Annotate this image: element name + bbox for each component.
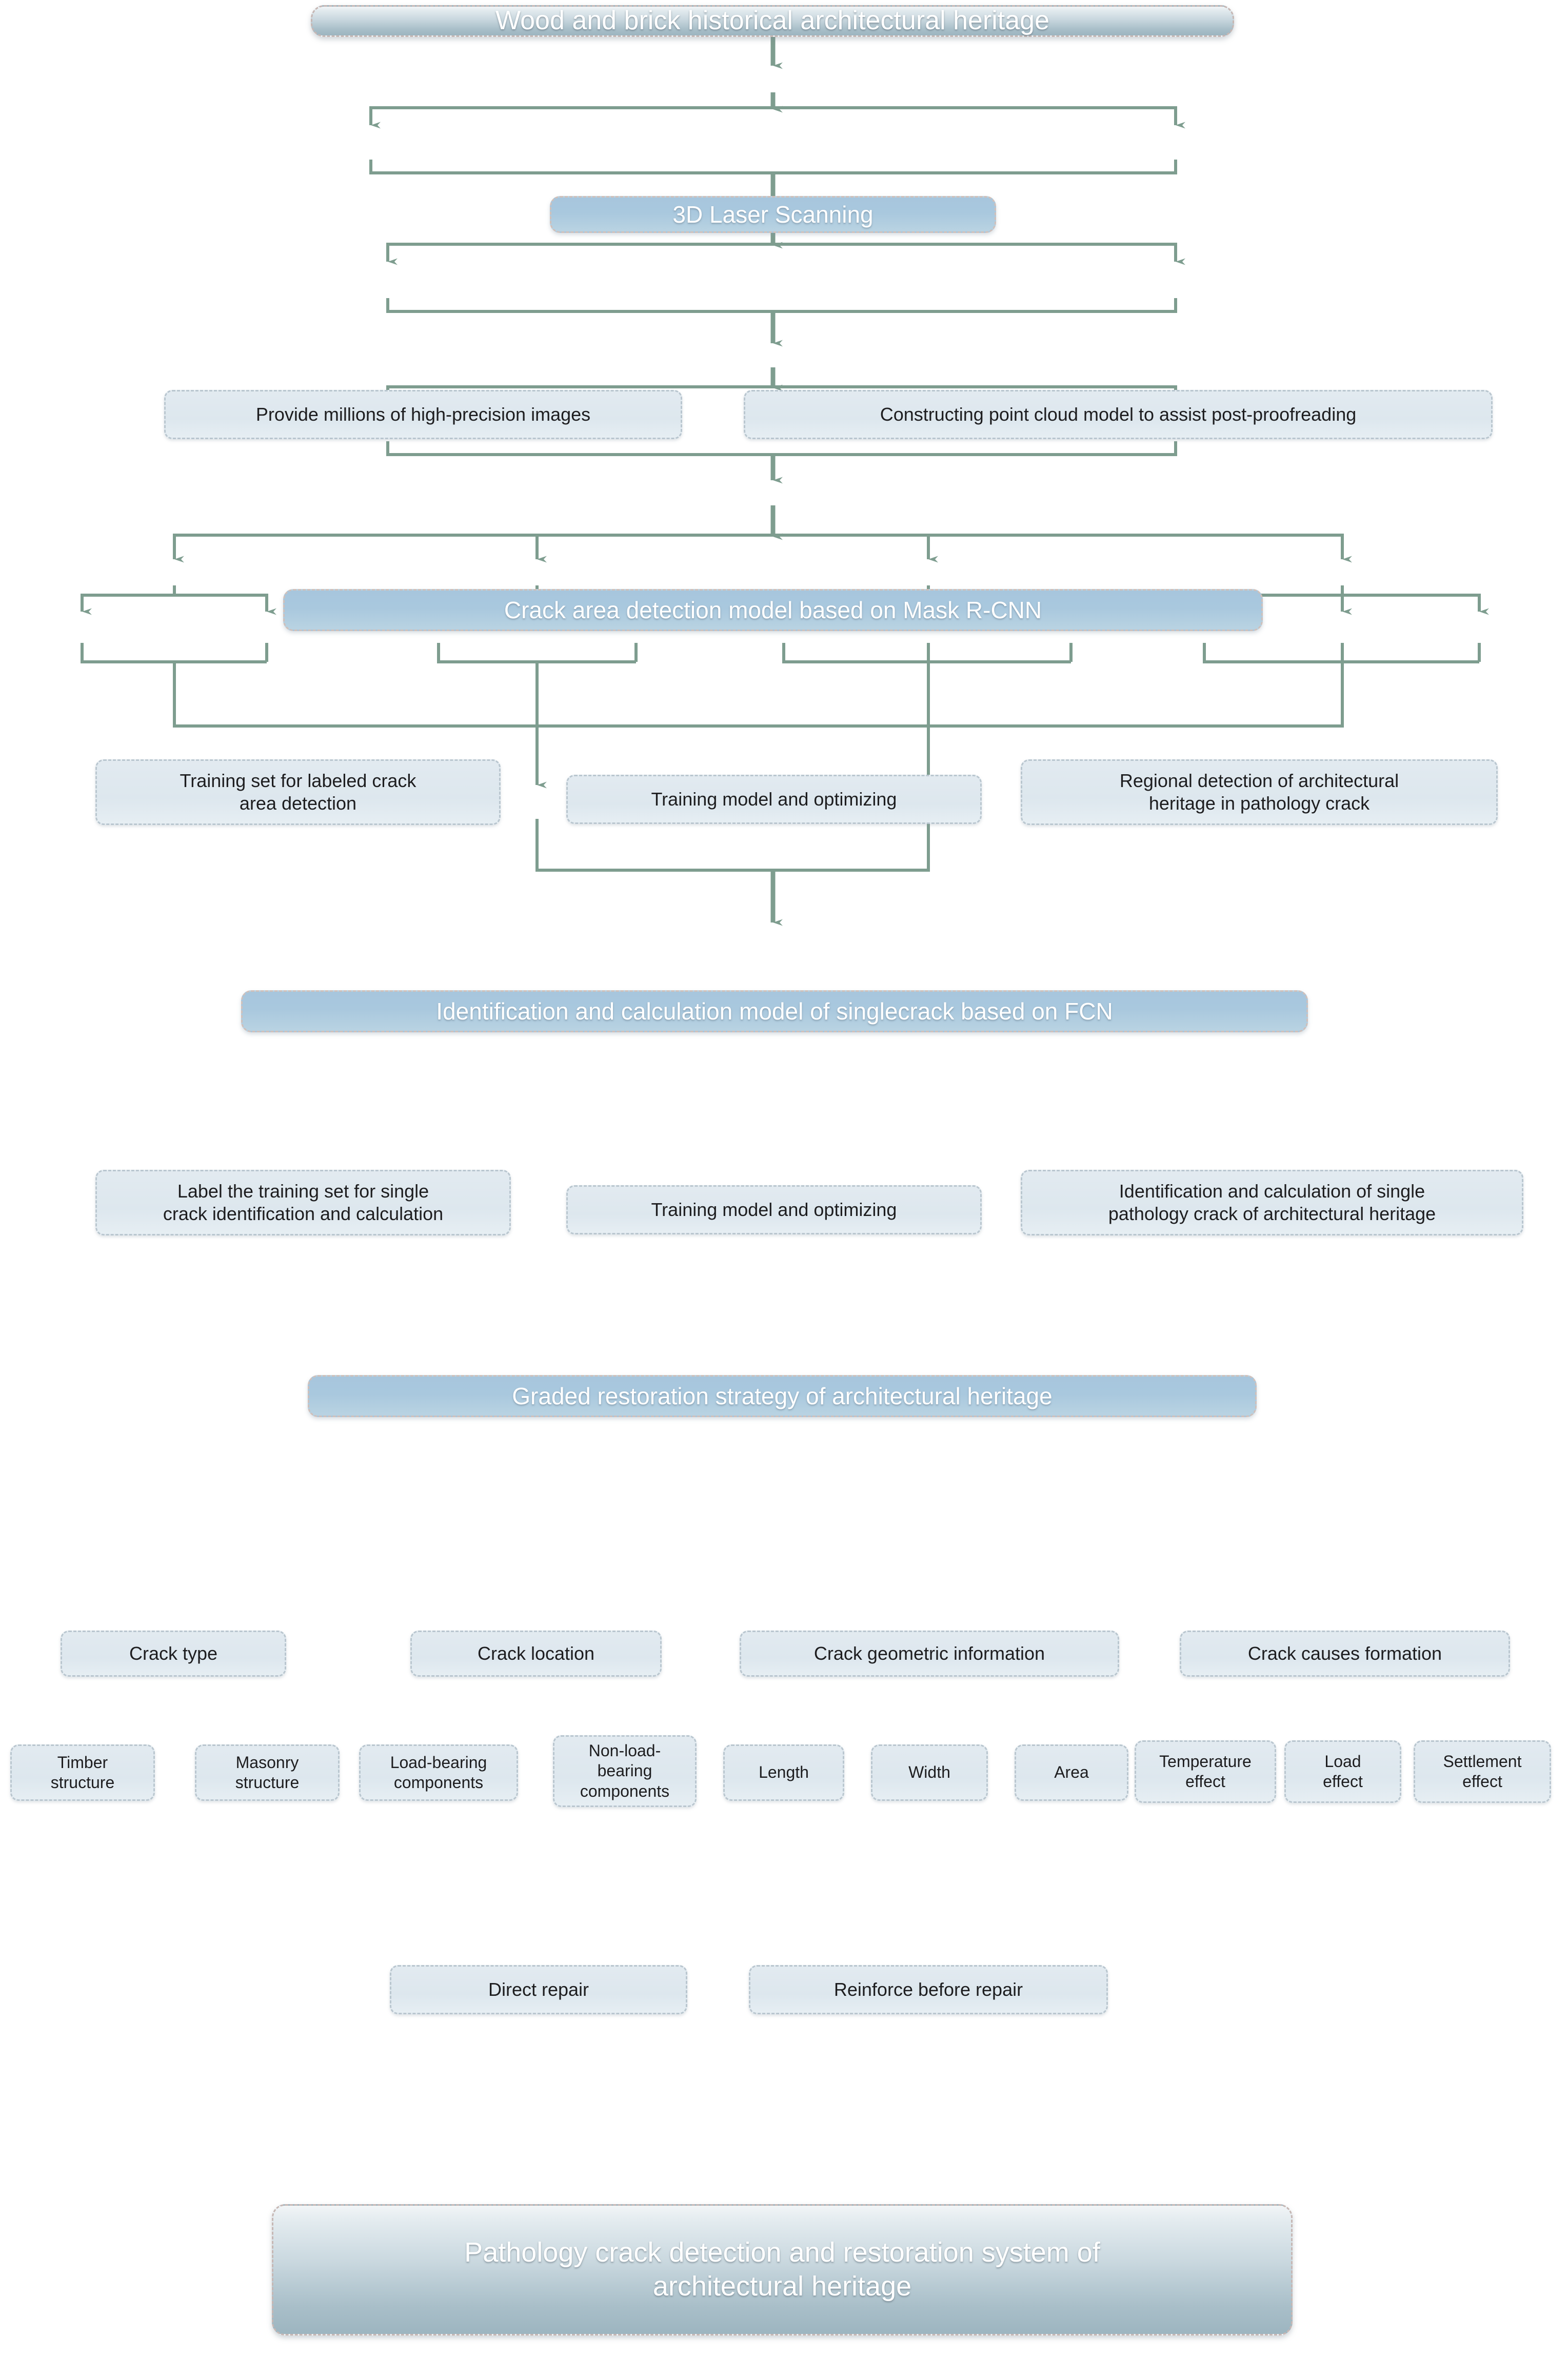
node-maskrcnn-regional-detection[interactable]: Regional detection of architectural heri… [1021, 759, 1498, 825]
wire-merge-left [369, 160, 773, 174]
node-crack-location[interactable]: Crack location [410, 1631, 662, 1677]
node-fcn-training-model[interactable]: Training model and optimizing [566, 1185, 982, 1234]
node-point-cloud-model[interactable]: Constructing point cloud model to assist… [744, 390, 1493, 439]
wire-maskrcnn-c [773, 243, 1185, 265]
wire-direct-merge [535, 819, 773, 872]
node-end[interactable]: Pathology crack detection and restoratio… [272, 2204, 1293, 2336]
wire-graded-to-causes [773, 534, 1352, 563]
node-masonry-structure[interactable]: Masonry structure [195, 1744, 340, 1801]
wire-maskrcnn-merge-right [773, 298, 1177, 313]
node-start[interactable]: Wood and brick historical architectural … [311, 5, 1234, 37]
node-maskrcnn-training-set[interactable]: Training set for labeled crack area dete… [95, 759, 501, 825]
node-area[interactable]: Area [1015, 1744, 1128, 1801]
node-3d-laser-scanning[interactable]: 3D Laser Scanning [550, 196, 996, 233]
wire-causes-to-settlement [1341, 585, 1489, 615]
wire-graded-to-geometry [773, 534, 938, 563]
wire-leafbar-causes-left [1203, 643, 1479, 663]
node-fcn-label-training-set[interactable]: Label the training set for single crack … [95, 1170, 511, 1235]
node-crack-geometric-information[interactable]: Crack geometric information [740, 1631, 1119, 1677]
wire-merge-right [773, 160, 1177, 174]
wire-maskrcnn-a [386, 243, 773, 265]
node-fcn-identification[interactable]: Identification and calculation of single… [1021, 1170, 1523, 1235]
node-provide-images[interactable]: Provide millions of high-precision image… [164, 390, 682, 439]
node-timber-structure[interactable]: Timber structure [10, 1744, 155, 1801]
node-crack-causes-formation[interactable]: Crack causes formation [1180, 1631, 1510, 1677]
wire-reinforce-merge [773, 819, 930, 872]
node-crack-type[interactable]: Crack type [61, 1631, 286, 1677]
node-direct-repair[interactable]: Direct repair [390, 1965, 687, 2014]
wire-leafbar-type-left [81, 643, 267, 663]
node-graded-restoration-strategy[interactable]: Graded restoration strategy of architect… [308, 1375, 1257, 1417]
wire-fcn-merge-right [773, 441, 1177, 456]
wire-leafbar-geometry-left [782, 643, 1071, 663]
wire-type-to-timber [81, 585, 176, 615]
wire-leafbar-location-left [437, 643, 636, 663]
node-temperature-effect[interactable]: Temperature effect [1135, 1740, 1276, 1803]
node-width[interactable]: Width [871, 1744, 988, 1801]
node-mask-rcnn-model[interactable]: Crack area detection model based on Mask… [283, 589, 1263, 631]
wire-scan-left-branch [369, 106, 773, 129]
wire-collector-bar [173, 662, 1344, 728]
node-settlement-effect[interactable]: Settlement effect [1414, 1740, 1551, 1803]
wire-type-to-masonry [173, 585, 276, 615]
wire-scan-right-branch [773, 106, 1185, 129]
node-length[interactable]: Length [723, 1744, 844, 1801]
node-fcn-model[interactable]: Identification and calculation model of … [241, 990, 1308, 1032]
wire-graded-to-type [173, 534, 773, 563]
node-non-load-bearing-components[interactable]: Non-load- bearing components [553, 1735, 697, 1807]
wire-graded-to-location [535, 534, 773, 563]
wire-maskrcnn-merge-left [386, 298, 773, 313]
node-load-effect[interactable]: Load effect [1284, 1740, 1401, 1803]
wire-fcn-merge-left [386, 441, 773, 456]
node-reinforce-before-repair[interactable]: Reinforce before repair [749, 1965, 1108, 2014]
node-maskrcnn-training-model[interactable]: Training model and optimizing [566, 775, 982, 824]
node-load-bearing-components[interactable]: Load-bearing components [359, 1744, 518, 1801]
